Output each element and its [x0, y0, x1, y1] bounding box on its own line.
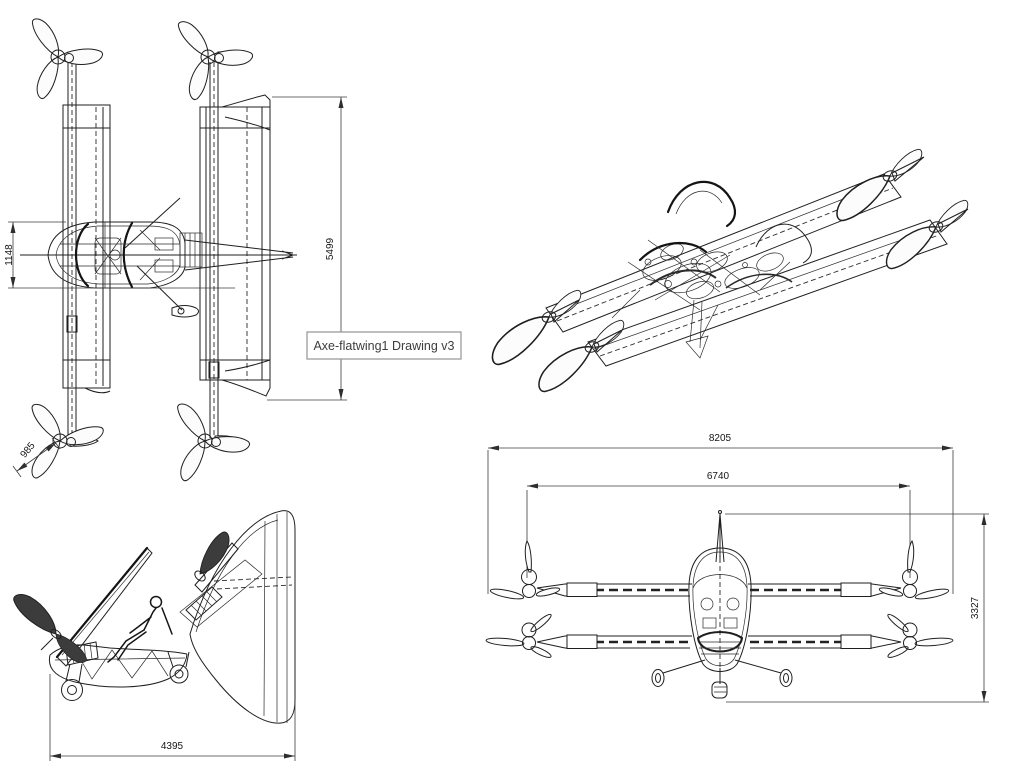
side-fin [189, 510, 296, 724]
pilot-figure [107, 595, 173, 663]
vent-grille [179, 232, 203, 268]
dim-wing-length-text: 5499 [325, 237, 336, 260]
propeller-bottom-right [173, 398, 251, 484]
dim-fuselage-width-text: 1148 [4, 244, 15, 266]
dim-rotor-span: 6740 [526, 471, 911, 578]
iso-front-wing [587, 219, 948, 367]
drawing-label-text: Axe-flatwing1 Drawing v3 [313, 339, 454, 353]
side-tilted-wing [55, 546, 153, 667]
front-propellers [485, 540, 954, 658]
front-view: 8205 6740 3327 [485, 433, 989, 703]
propeller-bottom-left [24, 398, 105, 481]
dim-overall-length-text: 4395 [161, 741, 184, 752]
dim-propeller-blade-text: 985 [19, 440, 38, 460]
iso-rear-wing [545, 173, 902, 333]
side-rear-rotor [190, 529, 239, 593]
landing-gear-front [651, 659, 793, 699]
wingtip [221, 94, 271, 131]
rear-wing [199, 94, 271, 397]
dim-overall-span: 8205 [487, 433, 954, 594]
front-lower-wing [536, 634, 902, 649]
side-front-propeller [10, 586, 89, 669]
dim-overall-height: 3327 [725, 513, 989, 703]
tail-surface [171, 305, 199, 318]
front-wing [62, 104, 111, 394]
fuselage-top [20, 197, 297, 318]
front-prop-lower-left [485, 613, 552, 658]
drawing-label-box: Axe-flatwing1 Drawing v3 [306, 331, 462, 360]
iso-rotor-pods [483, 146, 974, 396]
wingtip [221, 359, 271, 397]
iso-canopy [666, 180, 812, 264]
top-view: 1148 5499 985 Axe-flatwing1 Drawing v3 [4, 13, 462, 484]
landing-gear-side [61, 651, 190, 701]
prop-booms [66, 62, 220, 438]
propeller-top-left [29, 13, 104, 101]
dim-fuselage-width: 1148 [4, 221, 235, 289]
side-radiator [179, 559, 263, 628]
propeller-top-right [175, 15, 254, 102]
front-fuselage [688, 547, 752, 672]
isometric-view [483, 146, 974, 396]
iso-fuselage [611, 239, 793, 359]
dim-overall-length: 4395 [49, 674, 296, 761]
front-prop-lower-right [887, 613, 954, 658]
dim-overall-span-text: 8205 [709, 433, 732, 444]
front-prop-upper-left [489, 540, 561, 600]
front-upper-wing [536, 582, 902, 597]
dim-overall-height-text: 3327 [970, 596, 981, 619]
dim-rotor-span-text: 6740 [707, 471, 730, 482]
side-view: 4395 [10, 510, 296, 761]
front-prop-upper-right [878, 540, 950, 600]
